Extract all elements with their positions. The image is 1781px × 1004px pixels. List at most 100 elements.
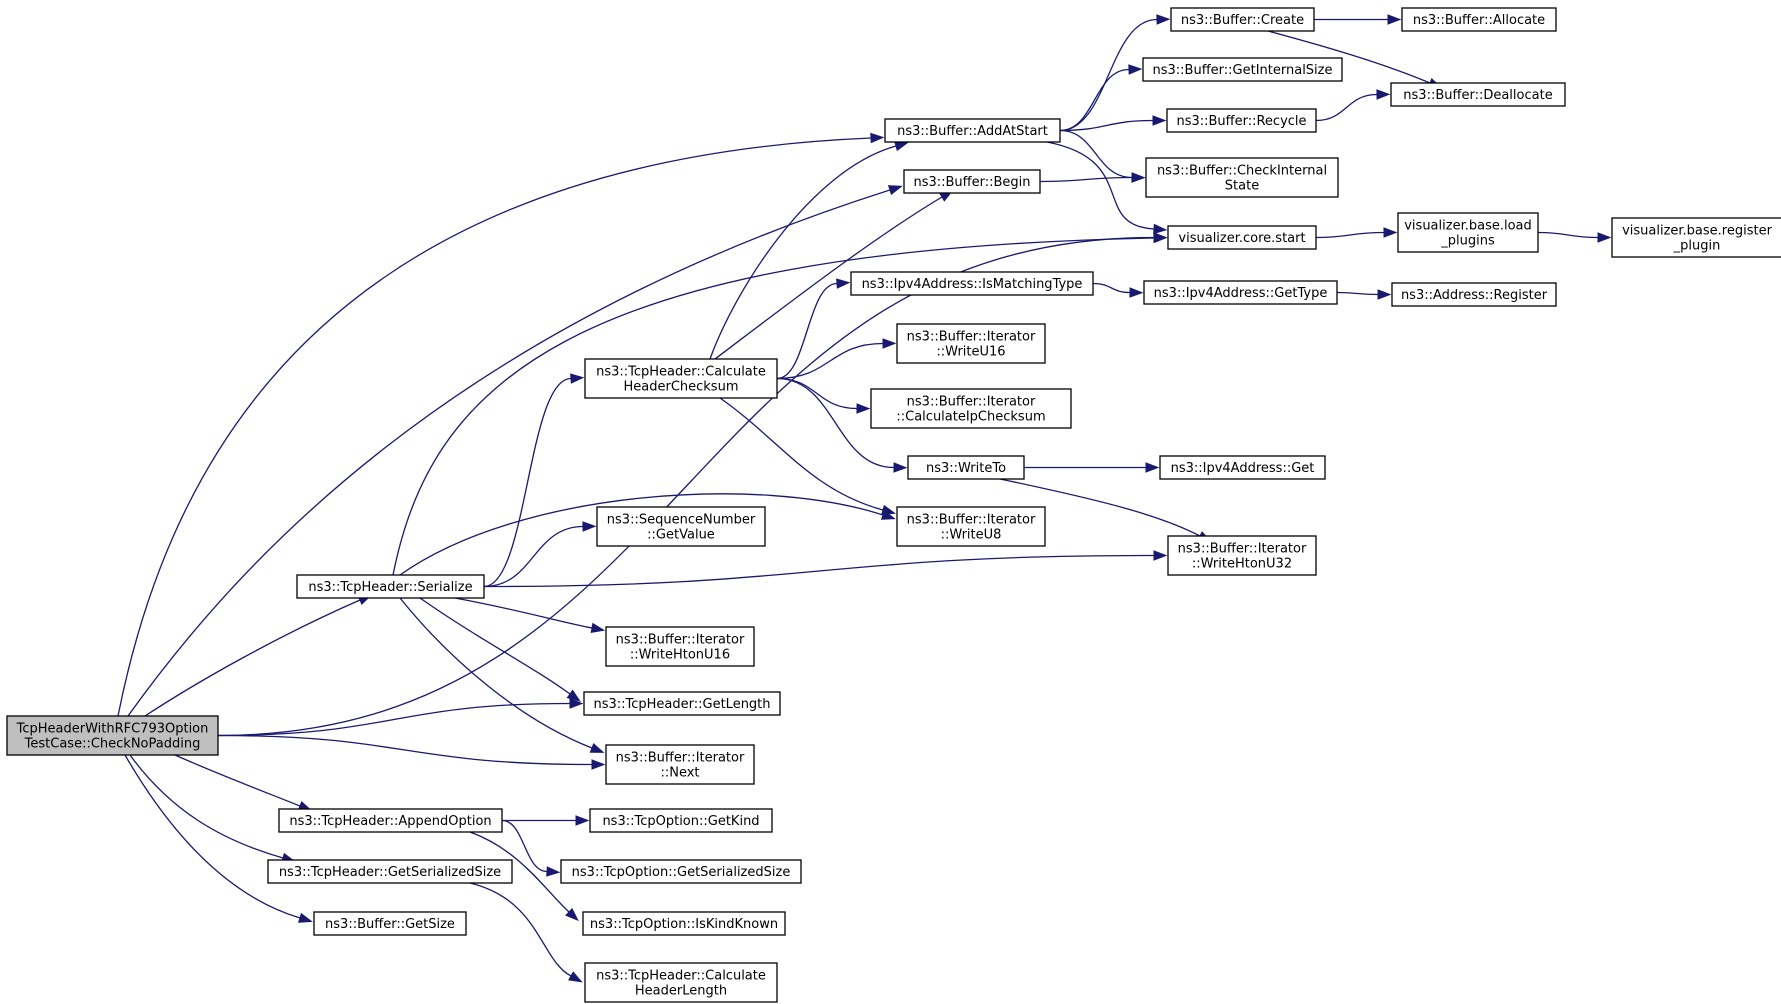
arrowhead	[1129, 287, 1144, 298]
arrowhead	[570, 373, 585, 384]
node-label-line: ns3::TcpHeader::GetSerializedSize	[279, 865, 501, 880]
arrowhead	[568, 971, 583, 983]
edge-line	[174, 754, 301, 807]
node-box	[589, 808, 773, 833]
node-getLength[interactable]: ns3::TcpHeader::GetLength	[583, 691, 781, 716]
node-bufGetInternalSize[interactable]: ns3::Buffer::GetInternalSize	[1142, 57, 1343, 82]
node-itWriteHtonU16[interactable]: ns3::Buffer::Iterator::WriteHtonU16	[605, 626, 755, 667]
node-bufDeallocate[interactable]: ns3::Buffer::Deallocate	[1390, 82, 1566, 107]
node-bufCreate[interactable]: ns3::Buffer::Create	[1170, 7, 1315, 32]
node-box	[1159, 455, 1326, 480]
node-label-line: ns3::Buffer::Iterator	[907, 513, 1036, 528]
arrowhead	[893, 462, 908, 473]
node-label-line: ns3::TcpHeader::AppendOption	[289, 814, 491, 829]
arrowhead	[1376, 89, 1391, 100]
node-box	[1167, 225, 1317, 250]
node-label-line: ns3::Buffer::Iterator	[907, 395, 1036, 410]
node-isMatchingType[interactable]: ns3::Ipv4Address::IsMatchingType	[850, 271, 1094, 296]
node-ipv4GetType[interactable]: ns3::Ipv4Address::GetType	[1143, 280, 1338, 305]
edge-line	[501, 819, 548, 873]
arrowhead	[1153, 550, 1168, 561]
node-label-line: ::WriteHtonU16	[630, 648, 730, 663]
edge-serialize-to-seqGetValue	[483, 521, 597, 588]
arrowhead	[882, 338, 897, 349]
node-label-line: ns3::Ipv4Address::GetType	[1154, 286, 1328, 301]
node-vizCoreStart[interactable]: visualizer.core.start	[1167, 225, 1317, 250]
node-optIsKindKnown[interactable]: ns3::TcpOption::IsKindKnown	[582, 911, 786, 936]
node-label-line: ::GetValue	[647, 528, 715, 543]
node-label-line: HeaderLength	[635, 984, 727, 999]
node-itWriteU16[interactable]: ns3::Buffer::Iterator::WriteU16	[896, 323, 1046, 364]
arrowhead	[1387, 14, 1402, 25]
arrowhead	[1597, 232, 1612, 243]
edge-vizLoadPlugins-to-vizRegisterPlugin	[1537, 231, 1612, 243]
node-itWriteHtonU32[interactable]: ns3::Buffer::Iterator::WriteHtonU32	[1167, 535, 1317, 576]
node-box	[584, 358, 778, 399]
node-label-line: ns3::Buffer::Deallocate	[1403, 88, 1552, 103]
node-label-line: ns3::Ipv4Address::IsMatchingType	[862, 277, 1083, 292]
node-label-line: _plugin	[1673, 239, 1721, 254]
node-label-line: TestCase::CheckNoPadding	[24, 737, 201, 752]
edge-appendOption-to-optGetSerializedSize	[501, 819, 561, 877]
edge-root-to-begin	[127, 185, 903, 717]
edge-root-to-addAtStart	[117, 132, 885, 717]
node-serialize[interactable]: ns3::TcpHeader::Serialize	[296, 574, 485, 599]
node-begin[interactable]: ns3::Buffer::Begin	[903, 169, 1041, 194]
node-label-line: ns3::Buffer::Iterator	[907, 330, 1036, 345]
edge-line	[1336, 291, 1379, 296]
node-writeTo[interactable]: ns3::WriteTo	[907, 455, 1025, 480]
node-label-line: ns3::TcpHeader::Calculate	[596, 365, 766, 380]
edge-ipv4GetType-to-addrRegister	[1336, 289, 1392, 300]
edge-calcHeaderChecksum-to-itWriteU8	[719, 397, 896, 515]
node-addAtStart[interactable]: ns3::Buffer::AddAtStart	[884, 118, 1061, 143]
edge-line	[217, 236, 1155, 737]
node-appendOption[interactable]: ns3::TcpHeader::AppendOption	[278, 808, 503, 833]
node-box	[296, 574, 485, 599]
node-label-line: _plugins	[1440, 234, 1495, 249]
node-label-line: ns3::Buffer::Allocate	[1413, 13, 1545, 28]
node-bufRecycle[interactable]: ns3::Buffer::Recycle	[1166, 108, 1317, 133]
arrowhead	[1153, 232, 1168, 244]
node-box	[907, 455, 1025, 480]
node-itCalcIpChecksum[interactable]: ns3::Buffer::Iterator::CalculateIpChecks…	[870, 388, 1072, 429]
node-seqGetValue[interactable]: ns3::SequenceNumber::GetValue	[596, 506, 766, 547]
node-label-line: ::CalculateIpChecksum	[896, 410, 1045, 425]
node-label-line: ::WriteU16	[936, 345, 1005, 360]
arrowhead	[870, 132, 885, 144]
node-label-line: visualizer.base.register	[1622, 224, 1773, 239]
edge-calcHeaderChecksum-to-itWriteU16	[776, 338, 897, 380]
edge-line	[1046, 141, 1155, 230]
node-optGetSerializedSize[interactable]: ns3::TcpOption::GetSerializedSize	[560, 859, 802, 884]
node-vizLoadPlugins[interactable]: visualizer.base.load_plugins	[1397, 212, 1539, 253]
node-itNext[interactable]: ns3::Buffer::Iterator::Next	[605, 744, 755, 785]
node-label-line: ns3::Buffer::Iterator	[616, 751, 745, 766]
node-box	[596, 506, 766, 547]
node-getSerializedSize[interactable]: ns3::TcpHeader::GetSerializedSize	[267, 859, 513, 884]
node-box	[1167, 535, 1317, 576]
node-addrRegister[interactable]: ns3::Address::Register	[1391, 282, 1557, 307]
node-label-line: ns3::TcpHeader::Calculate	[596, 969, 766, 984]
node-box	[1401, 7, 1557, 32]
edge-addAtStart-to-bufGetInternalSize	[1059, 64, 1143, 132]
edge-calcHeaderChecksum-to-isMatchingType	[776, 278, 851, 380]
node-box	[1145, 157, 1339, 198]
node-root[interactable]: TcpHeaderWithRFC793OptionTestCase::Check…	[6, 715, 219, 756]
node-box	[1611, 217, 1781, 258]
edge-root-to-serialize	[144, 594, 373, 717]
node-box	[850, 271, 1094, 296]
edge-root-to-itNext	[217, 734, 606, 770]
node-ipv4Get[interactable]: ns3::Ipv4Address::Get	[1159, 455, 1326, 480]
node-bufGetSize[interactable]: ns3::Buffer::GetSize	[313, 911, 467, 936]
edge-writeTo-to-ipv4Get	[1024, 462, 1160, 473]
edge-appendOption-to-optGetKind	[502, 815, 590, 826]
node-optGetKind[interactable]: ns3::TcpOption::GetKind	[589, 808, 773, 833]
arrowhead	[591, 759, 606, 770]
arrowhead	[881, 504, 896, 515]
node-itWriteU8[interactable]: ns3::Buffer::Iterator::WriteU8	[896, 506, 1046, 547]
edge-serialize-to-vizCoreStart	[392, 232, 1168, 576]
node-bufAllocate[interactable]: ns3::Buffer::Allocate	[1401, 7, 1557, 32]
node-vizRegisterPlugin[interactable]: visualizer.base.register_plugin	[1611, 217, 1781, 258]
